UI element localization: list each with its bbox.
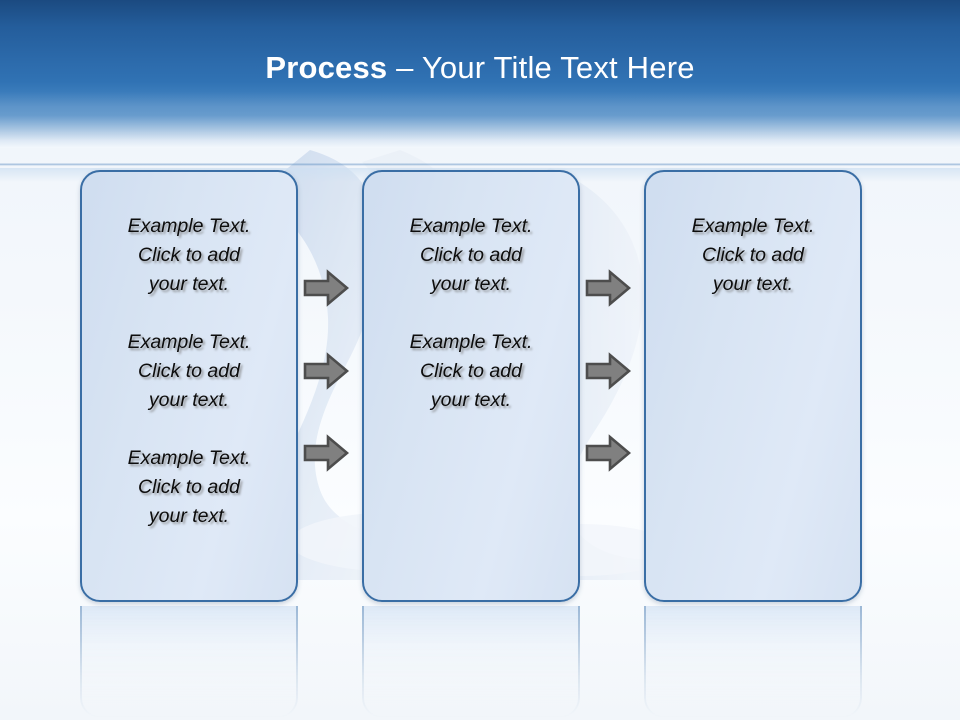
- process-text-1-3[interactable]: Example Text. Click to add your text.: [127, 447, 251, 527]
- right-arrow-icon-1-3[interactable]: [302, 434, 350, 472]
- process-box-step-1-content: Example Text. Click to add your text. Ex…: [82, 172, 296, 600]
- right-arrow-icon-2-1[interactable]: [584, 269, 632, 307]
- page-title: Process – Your Title Text Here: [0, 48, 960, 88]
- reflection-step-1: [80, 606, 298, 718]
- title-band-sheen: [0, 0, 960, 148]
- process-box-step-3[interactable]: Example Text. Click to add your text.: [644, 170, 862, 602]
- process-box-step-2[interactable]: Example Text. Click to add your text. Ex…: [362, 170, 580, 602]
- horizon-line: [0, 163, 960, 166]
- right-arrow-icon-2-3[interactable]: [584, 434, 632, 472]
- reflection-step-3: [644, 606, 862, 718]
- process-text-3-1[interactable]: Example Text. Click to add your text.: [691, 215, 815, 295]
- page-title-strong: Process: [265, 50, 388, 85]
- right-arrow-icon-1-1[interactable]: [302, 269, 350, 307]
- process-box-step-3-content: Example Text. Click to add your text.: [646, 172, 860, 600]
- process-text-1-2[interactable]: Example Text. Click to add your text.: [127, 331, 251, 411]
- process-box-step-1[interactable]: Example Text. Click to add your text. Ex…: [80, 170, 298, 602]
- process-box-step-2-content: Example Text. Click to add your text. Ex…: [364, 172, 578, 600]
- process-text-1-1[interactable]: Example Text. Click to add your text.: [127, 215, 251, 295]
- title-band: [0, 0, 960, 148]
- right-arrow-icon-1-2[interactable]: [302, 352, 350, 390]
- reflection-step-2: [362, 606, 580, 718]
- right-arrow-icon-2-2[interactable]: [584, 352, 632, 390]
- page-title-rest: – Your Title Text Here: [387, 50, 695, 85]
- process-text-2-2[interactable]: Example Text. Click to add your text.: [409, 331, 533, 411]
- process-text-2-1[interactable]: Example Text. Click to add your text.: [409, 215, 533, 295]
